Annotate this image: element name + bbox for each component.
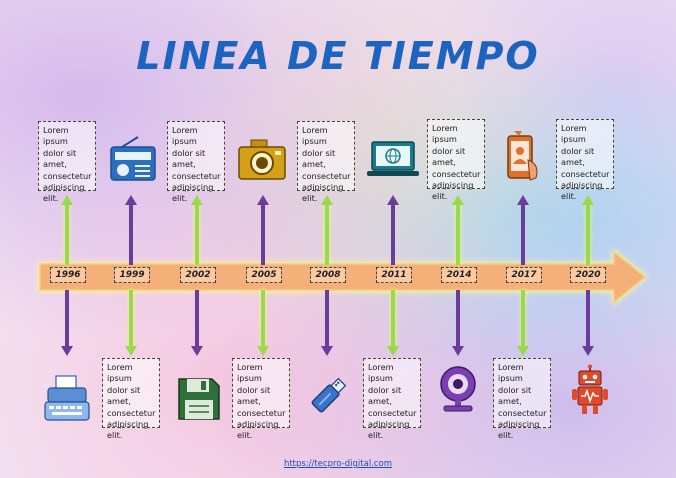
event-description-box: Lorem ipsum dolor sit amet, consectetur … — [556, 119, 614, 201]
connector-down-1996 — [65, 290, 69, 348]
arrowhead-up-1999 — [125, 195, 137, 205]
arrowhead-down-2014 — [452, 346, 464, 356]
connector-up-2017 — [521, 203, 525, 265]
year-label: 2017 — [506, 267, 542, 283]
connector-down-2008 — [325, 290, 329, 348]
arrowhead-up-2002 — [191, 195, 203, 205]
arrowhead-down-2020 — [582, 346, 594, 356]
connector-up-2014 — [456, 203, 460, 265]
camera-icon — [238, 139, 286, 180]
connector-down-2020 — [586, 290, 590, 348]
connector-up-2011 — [391, 203, 395, 265]
page-title: LINEA DE TIEMPO — [136, 34, 540, 78]
arrowhead-up-2008 — [321, 195, 333, 205]
robot-icon — [572, 364, 608, 414]
connector-down-2011 — [391, 290, 395, 348]
arrowhead-up-2005 — [257, 195, 269, 205]
arrowhead-down-2017 — [517, 346, 529, 356]
year-label: 2020 — [570, 267, 606, 283]
footer-link[interactable]: https://tecpro-digital.com — [283, 459, 393, 469]
connector-down-1999 — [129, 290, 133, 348]
year-label: 2014 — [441, 267, 477, 283]
event-description-box: Lorem ipsum dolor sit amet, consectetur … — [493, 358, 551, 440]
arrowhead-up-2020 — [582, 195, 594, 205]
event-description-box: Lorem ipsum dolor sit amet, consectetur … — [427, 119, 485, 201]
arrowhead-down-2002 — [191, 346, 203, 356]
connector-down-2017 — [521, 290, 525, 348]
year-label: 2005 — [246, 267, 282, 283]
event-description-box: Lorem ipsum dolor sit amet, consectetur … — [232, 358, 290, 440]
event-description-box: Lorem ipsum dolor sit amet, consectetur … — [38, 121, 96, 203]
event-description-box: Lorem ipsum dolor sit amet, consectetur … — [167, 121, 225, 203]
year-label: 2002 — [180, 267, 216, 283]
arrowhead-down-2005 — [257, 346, 269, 356]
year-label: 1996 — [50, 267, 86, 283]
connector-up-1996 — [65, 203, 69, 265]
arrowhead-up-2014 — [452, 195, 464, 205]
connector-up-2002 — [195, 203, 199, 265]
arrowhead-up-2011 — [387, 195, 399, 205]
arrowhead-down-2008 — [321, 346, 333, 356]
arrowhead-up-2017 — [517, 195, 529, 205]
webcam-icon — [440, 366, 476, 412]
connector-down-2005 — [261, 290, 265, 348]
smartphone-icon — [507, 131, 538, 181]
arrowhead-down-1996 — [61, 346, 73, 356]
year-label: 2008 — [310, 267, 346, 283]
connector-up-2008 — [325, 203, 329, 265]
connector-down-2002 — [195, 290, 199, 348]
connector-down-2014 — [456, 290, 460, 348]
event-description-box: Lorem ipsum dolor sit amet, consectetur … — [363, 358, 421, 440]
year-label: 1999 — [114, 267, 150, 283]
event-description-box: Lorem ipsum dolor sit amet, consectetur … — [102, 358, 160, 440]
year-label: 2011 — [376, 267, 412, 283]
usb-drive-icon — [311, 377, 347, 413]
event-description-box: Lorem ipsum dolor sit amet, consectetur … — [297, 121, 355, 203]
arrowhead-down-1999 — [125, 346, 137, 356]
connector-up-2005 — [261, 203, 265, 265]
connector-up-2020 — [586, 203, 590, 265]
arrowhead-up-1996 — [61, 195, 73, 205]
typewriter-icon — [44, 375, 90, 421]
floppy-disk-icon — [178, 378, 220, 420]
connector-up-1999 — [129, 203, 133, 265]
monitor-icon — [367, 141, 419, 176]
arrowhead-down-2011 — [387, 346, 399, 356]
radio-icon — [110, 136, 156, 181]
